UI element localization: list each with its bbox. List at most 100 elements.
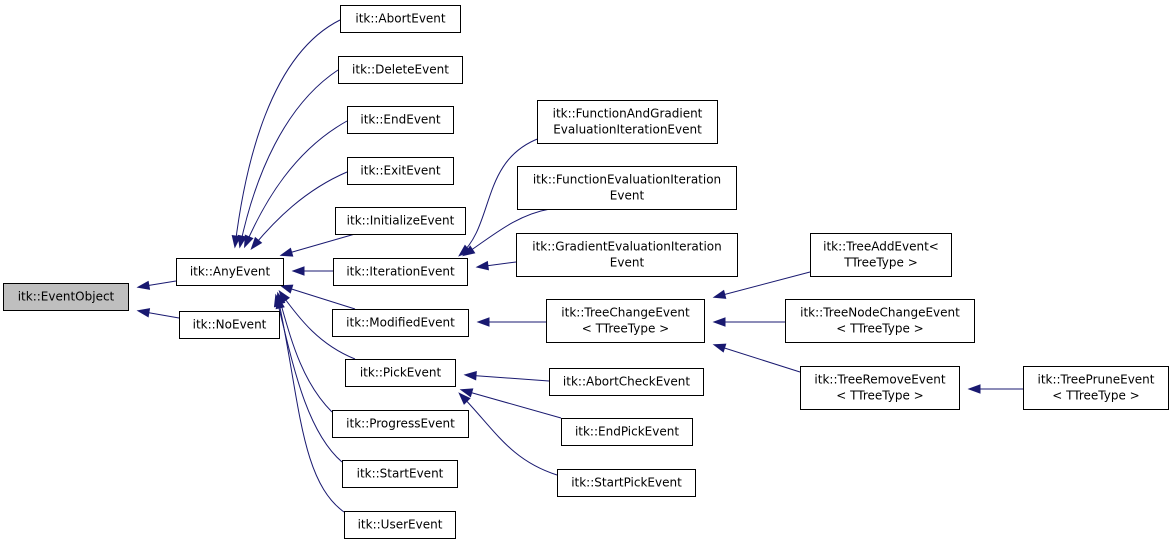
node-initialize-event[interactable]: itk::InitializeEvent xyxy=(335,207,466,235)
arrowhead xyxy=(275,295,285,310)
node-tree-change-event[interactable]: itk::TreeChangeEvent< TTreeType > xyxy=(546,299,705,343)
edge-progress-event-to-any-event xyxy=(276,291,333,413)
arrowhead xyxy=(237,234,247,249)
node-progress-event[interactable]: itk::ProgressEvent xyxy=(332,410,469,438)
node-box xyxy=(338,56,463,84)
edge-line xyxy=(714,344,801,373)
node-user-event[interactable]: itk::UserEvent xyxy=(344,511,456,539)
node-box xyxy=(1023,366,1169,410)
node-box xyxy=(342,460,458,488)
edge-line xyxy=(251,171,348,249)
node-label: < TTreeType > xyxy=(836,322,923,336)
node-box xyxy=(344,511,456,539)
node-label: < TTreeType > xyxy=(582,322,669,336)
nodes-layer: itk::EventObject itk::AnyEventitk::NoEven… xyxy=(3,5,1169,539)
node-tree-add-event[interactable]: itk::TreeAddEvent<TTreeType > xyxy=(810,233,952,277)
node-exit-event[interactable]: itk::ExitEvent xyxy=(347,157,454,185)
arrowhead xyxy=(712,289,727,299)
edge-exit-event-to-any-event xyxy=(250,171,348,250)
node-box xyxy=(335,207,466,235)
node-label: TTreeType > xyxy=(843,256,918,270)
node-any-event[interactable]: itk::AnyEvent xyxy=(176,258,284,286)
node-no-event[interactable]: itk::NoEvent xyxy=(179,311,280,339)
arrowhead xyxy=(476,317,490,327)
node-label: itk::NoEvent xyxy=(193,318,267,332)
arrowhead xyxy=(459,388,474,398)
edge-tree-prune-event-to-tree-remove-event xyxy=(967,384,1023,394)
node-label: itk::AnyEvent xyxy=(190,265,271,279)
node-label: itk::GradientEvaluationIteration xyxy=(532,240,722,254)
arrowhead xyxy=(136,308,151,318)
node-box xyxy=(810,233,952,277)
edge-gradient-evaluation-iteration-event-to-iteration-event xyxy=(475,260,517,271)
edge-line xyxy=(239,69,339,247)
node-delete-event[interactable]: itk::DeleteEvent xyxy=(338,56,463,84)
node-label: itk::TreeRemoveEvent xyxy=(814,373,945,387)
node-modified-event[interactable]: itk::ModifiedEvent xyxy=(332,309,469,337)
node-box xyxy=(800,366,960,410)
node-function-and-gradient-evaluation-iteration-event[interactable]: itk::FunctionAndGradientEvaluationIterat… xyxy=(537,100,718,144)
node-box xyxy=(3,283,129,311)
node-label: itk::AbortEvent xyxy=(355,12,446,26)
edge-tree-node-change-event-to-tree-change-event xyxy=(712,317,785,327)
node-label: itk::InitializeEvent xyxy=(347,214,455,228)
edge-line xyxy=(275,295,343,463)
arrowhead xyxy=(136,280,151,290)
node-label: itk::IterationEvent xyxy=(346,265,455,279)
arrowhead xyxy=(279,284,294,294)
edge-line xyxy=(281,285,356,310)
node-end-event[interactable]: itk::EndEvent xyxy=(347,106,454,134)
node-iteration-event[interactable]: itk::IterationEvent xyxy=(333,258,468,286)
node-box xyxy=(785,299,975,343)
node-abort-event[interactable]: itk::AbortEvent xyxy=(340,5,461,33)
node-pick-event[interactable]: itk::PickEvent xyxy=(345,359,456,387)
node-start-pick-event[interactable]: itk::StartPickEvent xyxy=(557,469,696,497)
edge-abort-check-event-to-pick-event xyxy=(463,371,550,382)
edge-iteration-event-to-any-event xyxy=(291,266,333,276)
node-box xyxy=(345,359,456,387)
edge-line xyxy=(244,120,348,247)
node-abort-check-event[interactable]: itk::AbortCheckEvent xyxy=(549,368,704,396)
node-box xyxy=(546,299,705,343)
edge-line xyxy=(277,293,333,413)
arrowhead xyxy=(461,245,476,257)
node-label: itk::ExitEvent xyxy=(360,164,440,178)
edge-end-event-to-any-event xyxy=(244,120,348,249)
node-event-object[interactable]: itk::EventObject xyxy=(3,283,129,311)
node-label: itk::ModifiedEvent xyxy=(346,316,455,330)
node-label: itk::TreeAddEvent< xyxy=(823,240,939,254)
edge-function-evaluation-iteration-event-to-iteration-event xyxy=(461,208,551,257)
arrowhead xyxy=(291,266,305,276)
node-tree-node-change-event[interactable]: itk::TreeNodeChangeEvent< TTreeType > xyxy=(785,299,975,343)
edge-line xyxy=(461,389,562,419)
arrowhead xyxy=(463,371,477,381)
arrowhead xyxy=(712,317,726,327)
node-box xyxy=(179,311,280,339)
node-label: itk::UserEvent xyxy=(358,518,443,532)
node-end-pick-event[interactable]: itk::EndPickEvent xyxy=(561,418,693,446)
node-label: EvaluationIterationEvent xyxy=(553,123,702,137)
node-label: itk::FunctionAndGradient xyxy=(553,107,703,121)
node-label: itk::DeleteEvent xyxy=(352,63,449,77)
node-start-event[interactable]: itk::StartEvent xyxy=(342,460,458,488)
node-box xyxy=(516,233,738,277)
edges-layer xyxy=(136,19,1023,513)
node-label: itk::ProgressEvent xyxy=(346,417,455,431)
edge-line xyxy=(279,291,356,360)
edge-tree-remove-event-to-tree-change-event xyxy=(712,343,801,373)
edge-tree-add-event-to-tree-change-event xyxy=(712,271,811,299)
edge-line xyxy=(465,374,550,382)
node-tree-remove-event[interactable]: itk::TreeRemoveEvent< TTreeType > xyxy=(800,366,960,410)
node-box xyxy=(517,166,737,210)
edge-line xyxy=(277,297,345,513)
node-tree-prune-event[interactable]: itk::TreePruneEvent< TTreeType > xyxy=(1023,366,1169,410)
node-box xyxy=(347,106,454,134)
node-box xyxy=(332,410,469,438)
node-label: Event xyxy=(610,189,645,203)
node-box xyxy=(340,5,461,33)
arrowhead xyxy=(244,234,254,249)
node-box xyxy=(332,309,469,337)
